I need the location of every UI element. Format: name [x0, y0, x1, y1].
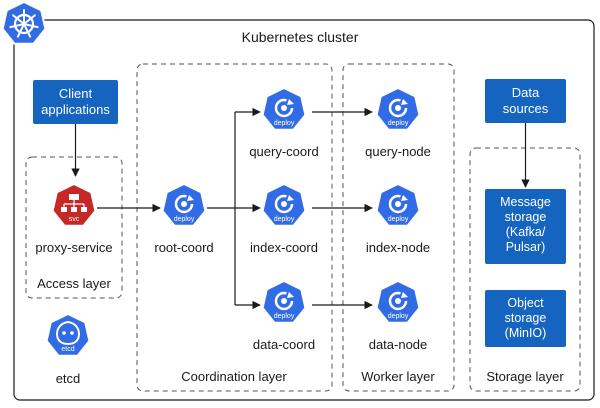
index-coord-deploy-icon: deploy	[261, 182, 307, 227]
deploy-icon-text: deploy	[174, 216, 195, 223]
root-coord-label: root-coord	[154, 240, 213, 255]
data-sources-line-1: Data	[512, 85, 540, 100]
data-coord-label: data-coord	[253, 337, 315, 352]
object-storage-box: Object storage (MinIO)	[485, 290, 566, 347]
message-storage-box: Message storage (Kafka/ Pulsar)	[485, 189, 566, 264]
object-storage-line-2: storage	[505, 311, 547, 325]
proxy-service-svc-icon: svc	[51, 182, 97, 227]
deploy-icon-text: deploy	[274, 120, 295, 127]
etcd-icon-text: etcd	[61, 346, 74, 353]
object-storage-line-1: Object	[507, 296, 544, 310]
query-coord-label: query-coord	[249, 144, 318, 159]
data-node-deploy-icon: deploy	[375, 279, 421, 324]
deploy-icon-text: deploy	[274, 216, 295, 223]
data-sources-box: Data sources	[485, 79, 566, 123]
kubernetes-logo-icon	[1, 0, 47, 45]
coordination-layer-group	[136, 63, 333, 392]
root-coord-deploy-icon: deploy	[161, 182, 207, 227]
client-applications-box: Client applications	[33, 80, 118, 124]
connectors	[71, 107, 530, 310]
index-coord-label: index-coord	[250, 240, 318, 255]
query-node-label: query-node	[365, 144, 431, 159]
cluster-title: Kubernetes cluster	[242, 29, 359, 45]
message-storage-line-2: storage	[505, 210, 547, 224]
query-node-deploy-icon: deploy	[375, 86, 421, 131]
worker-layer-label: Worker layer	[361, 369, 435, 384]
data-node-label: data-node	[369, 337, 428, 352]
coordination-layer-label: Coordination layer	[181, 369, 287, 384]
access-layer-group	[25, 156, 123, 299]
deploy-icon-text: deploy	[388, 120, 409, 127]
message-storage-line-3: (Kafka/	[506, 225, 546, 239]
deploy-icon-text: deploy	[388, 313, 409, 320]
data-sources-line-2: sources	[503, 101, 549, 116]
index-node-deploy-icon: deploy	[375, 182, 421, 227]
etcd-icon: etcd	[45, 312, 91, 357]
message-storage-line-1: Message	[500, 195, 551, 209]
access-layer-label: Access layer	[37, 276, 111, 291]
message-storage-line-4: Pulsar)	[506, 240, 546, 254]
index-node-label: index-node	[366, 240, 430, 255]
proxy-service-label: proxy-service	[35, 240, 112, 255]
cluster-frame	[13, 19, 595, 401]
deploy-icon-text: deploy	[274, 313, 295, 320]
worker-layer-group	[342, 63, 455, 392]
svc-icon-text: svc	[69, 216, 80, 223]
etcd-label: etcd	[56, 371, 81, 386]
storage-layer-label: Storage layer	[486, 369, 564, 384]
data-coord-deploy-icon: deploy	[261, 279, 307, 324]
query-coord-deploy-icon: deploy	[261, 86, 307, 131]
client-applications-line-2: applications	[41, 102, 110, 117]
client-applications-line-1: Client	[59, 86, 93, 101]
deploy-icon-text: deploy	[388, 216, 409, 223]
object-storage-line-3: (MinIO)	[505, 326, 547, 340]
